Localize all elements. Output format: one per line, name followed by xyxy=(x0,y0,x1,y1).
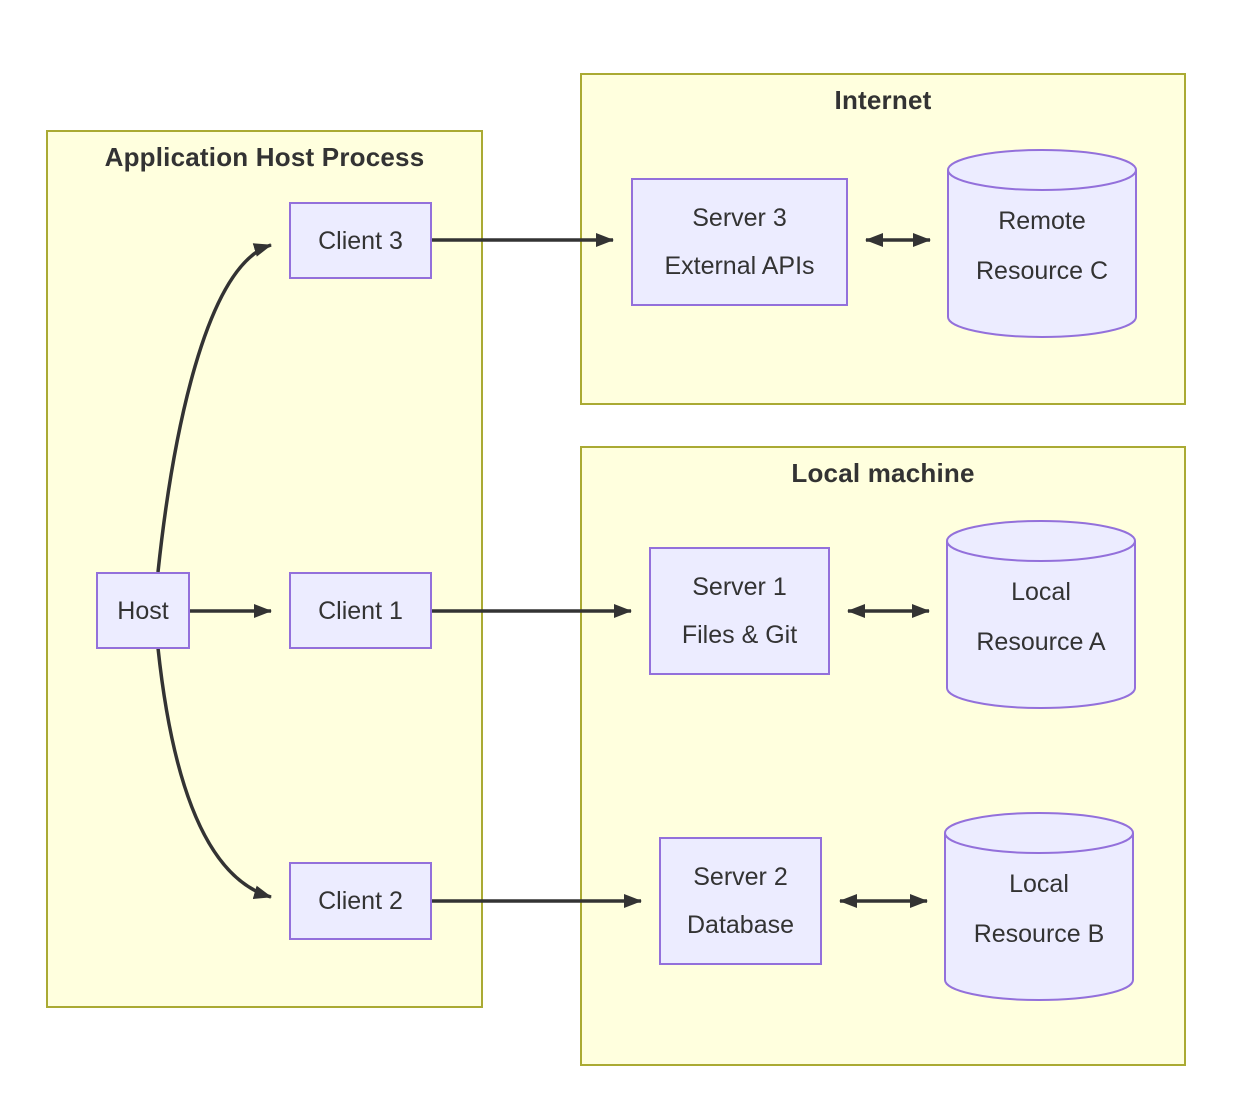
cylinder-remote-resource-c xyxy=(947,149,1137,338)
node-label-line2: External APIs xyxy=(664,252,815,280)
node-label-line1: Server 2 xyxy=(693,863,788,891)
node-label-line1: Server 3 xyxy=(692,204,787,232)
node-client-3: Client 3 xyxy=(289,202,432,279)
node-label-line2: Database xyxy=(686,911,795,939)
node-label: Client 3 xyxy=(318,226,403,255)
node-label-line1: Server 1 xyxy=(692,573,787,601)
node-server-3: Server 3 External APIs xyxy=(631,178,848,306)
container-title: Internet xyxy=(834,85,932,115)
cylinder-local-resource-b xyxy=(944,812,1134,1001)
node-client-2: Client 2 xyxy=(289,862,432,940)
node-host: Host xyxy=(96,572,190,649)
node-client-1: Client 1 xyxy=(289,572,432,649)
node-server-2: Server 2 Database xyxy=(659,837,822,965)
container-title: Application Host Process xyxy=(104,142,425,172)
cylinder-local-resource-a xyxy=(946,520,1136,709)
container-title: Local machine xyxy=(791,458,975,488)
edge-host-to-client3 xyxy=(156,243,272,573)
node-label: Client 2 xyxy=(318,887,403,915)
node-label-line2: Files & Git xyxy=(681,621,798,649)
node-server-1: Server 1 Files & Git xyxy=(649,547,830,675)
node-label: Client 1 xyxy=(318,596,403,625)
node-label: Host xyxy=(117,596,169,625)
edge-host-to-client2 xyxy=(156,647,272,900)
